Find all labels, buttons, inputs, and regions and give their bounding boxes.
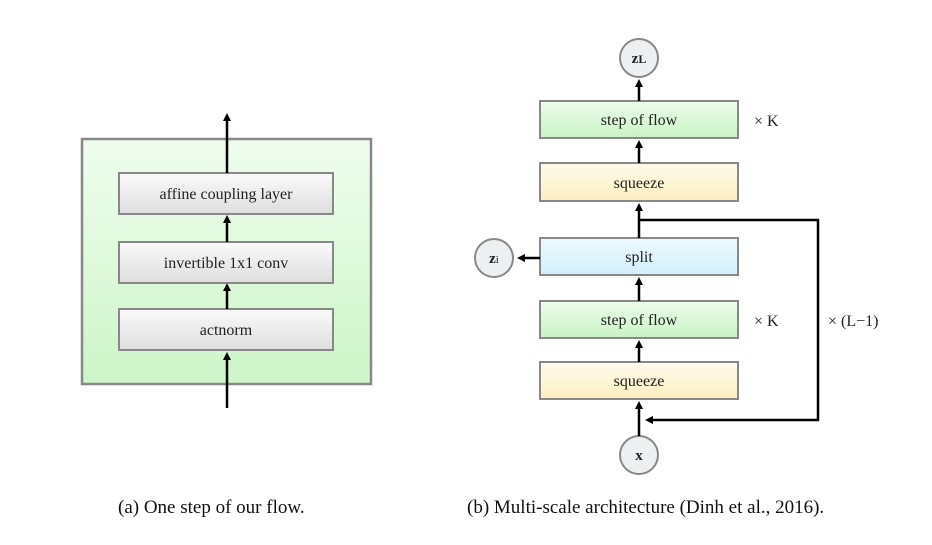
invertible-conv-box	[118, 241, 334, 284]
squeeze-top-label: squeeze	[614, 175, 665, 192]
step-of-flow-box-bottom	[539, 300, 739, 339]
top-node-zl	[619, 38, 659, 78]
step-of-flow-top-label: step of flow	[601, 112, 678, 129]
side-node-sub: i	[496, 254, 499, 266]
diagram-a: actnorm invertible 1x1 conv affine coupl…	[80, 113, 373, 408]
caption-b: (b) Multi-scale architecture (Dinh et al…	[467, 497, 825, 518]
top-node-label: zL	[632, 51, 647, 67]
repeat-l-label: × (L−1)	[828, 313, 878, 330]
affine-coupling-label: affine coupling layer	[160, 186, 294, 203]
side-node-main: z	[489, 251, 496, 267]
actnorm-box	[118, 308, 334, 351]
input-node-label: x	[635, 448, 643, 464]
split-label: split	[625, 249, 653, 266]
affine-coupling-box	[118, 172, 334, 215]
diagram-b: x squeeze step of flow × K × (L−1) split…	[474, 38, 878, 475]
step-of-flow-box-top	[539, 100, 739, 139]
actnorm-label: actnorm	[200, 322, 253, 339]
repeat-k-bottom-label: × K	[754, 313, 779, 330]
top-node-main: z	[632, 51, 639, 67]
side-node-zi	[474, 238, 514, 278]
top-node-sub: L	[638, 52, 646, 66]
repeat-k-top-label: × K	[754, 113, 779, 130]
squeeze-bottom-label: squeeze	[614, 373, 665, 390]
caption-a: (a) One step of our flow.	[118, 497, 305, 518]
invertible-conv-label: invertible 1x1 conv	[164, 255, 288, 272]
loop-connector	[639, 218, 820, 424]
side-node-label: zi	[489, 251, 499, 267]
step-of-flow-bottom-label: step of flow	[601, 312, 678, 329]
